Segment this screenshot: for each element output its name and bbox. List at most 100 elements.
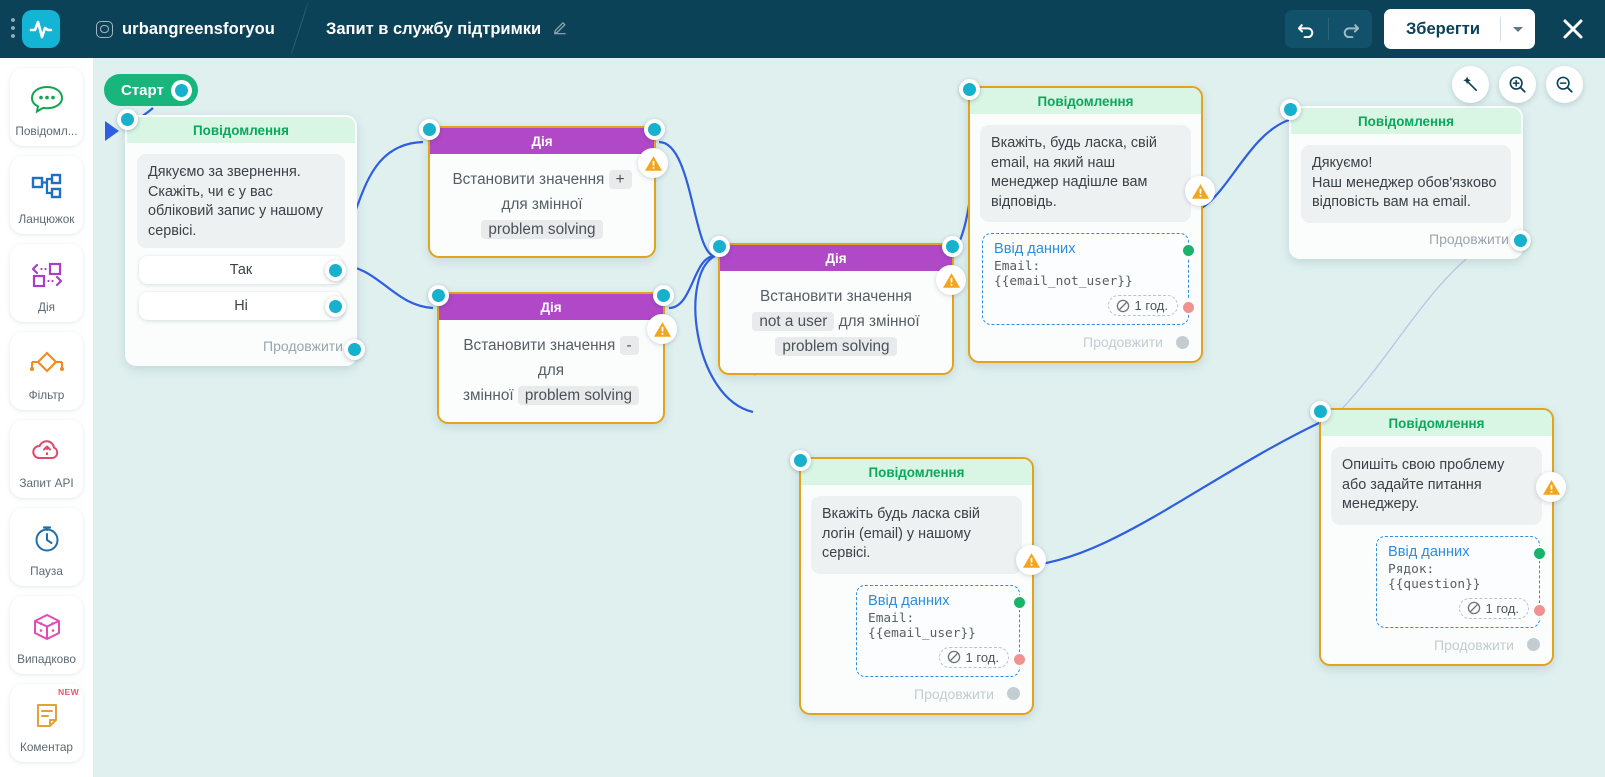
node-action-3[interactable]: Дія Встановити значення not a user для з… — [709, 236, 966, 375]
node-input-port[interactable] — [1310, 401, 1331, 422]
node-message-5[interactable]: Повідомлення Опишіть свою проблему або з… — [1310, 401, 1566, 666]
node-header: Дія — [720, 245, 952, 271]
undo-redo-group — [1284, 10, 1372, 48]
node-continue-port[interactable] — [1524, 636, 1542, 654]
sidebar-item-filter[interactable]: Фільтр — [10, 332, 83, 410]
data-input-title: Ввід данних — [1388, 543, 1470, 560]
sidebar-item-message[interactable]: Повідомл... — [10, 68, 83, 146]
input-timeout-port[interactable] — [1532, 602, 1547, 618]
sidebar-item-action[interactable]: Дія — [10, 244, 83, 322]
node-output-port[interactable] — [942, 236, 963, 257]
sidebar-item-chain[interactable]: Ланцюжок — [10, 156, 83, 234]
data-input-title: Ввід данних — [994, 241, 1076, 257]
node-action-1[interactable]: Дія Встановити значення + для змінної pr… — [419, 119, 668, 258]
node-input-port[interactable] — [790, 450, 811, 471]
node-continue-port[interactable] — [1510, 229, 1531, 251]
warning-icon[interactable] — [1016, 545, 1046, 575]
node-continue-port[interactable] — [344, 339, 365, 360]
node-action-body: Встановити значення not a user для змінн… — [720, 271, 952, 373]
node-input-port[interactable] — [419, 119, 440, 140]
choice-yes[interactable]: Так — [139, 256, 346, 284]
chevron-down-icon[interactable] — [1501, 9, 1535, 49]
warning-icon[interactable] — [936, 265, 966, 295]
node-message-text: Опишіть свою проблему або задайте питанн… — [1331, 447, 1542, 525]
choice-yes-port[interactable] — [325, 260, 346, 281]
node-message-2[interactable]: Повідомлення Вкажіть, будь ласка, свій e… — [959, 79, 1215, 363]
zoom-out-icon[interactable] — [1546, 66, 1583, 103]
redo-icon[interactable] — [1329, 10, 1372, 48]
undo-icon[interactable] — [1285, 10, 1328, 48]
input-success-port[interactable] — [1012, 594, 1027, 610]
sidebar-item-api[interactable]: Запит API — [10, 420, 83, 498]
action-text-1: Встановити значення — [463, 337, 616, 354]
node-continue-port[interactable] — [1173, 333, 1191, 351]
node-input-port[interactable] — [428, 285, 449, 306]
node-action-body: Встановити значення - для змінної proble… — [439, 320, 663, 422]
data-input-title: Ввід данних — [868, 592, 950, 609]
ttl-label: 1 год. — [1485, 600, 1519, 616]
node-message-1[interactable]: Повідомлення Дякуємо за звернення. Скажі… — [117, 109, 365, 366]
pencil-icon[interactable] — [552, 18, 569, 40]
continue-label: Продовжити — [1429, 230, 1509, 247]
node-input-port[interactable] — [959, 79, 980, 100]
ttl-pill[interactable]: 1 год. — [938, 646, 1009, 668]
zoom-in-icon[interactable] — [1499, 66, 1536, 103]
node-message-text: Вкажіть будь ласка свій логін (email) у … — [811, 496, 1022, 574]
node-message-text: Дякуємо! Наш менеджер обов'язково відпов… — [1301, 145, 1511, 223]
timer-icon — [30, 519, 64, 559]
magic-wand-icon[interactable] — [1452, 66, 1489, 103]
start-port[interactable] — [170, 79, 192, 101]
action-value-chip: + — [608, 170, 632, 189]
input-success-port[interactable] — [1532, 545, 1547, 561]
node-header: Повідомлення — [1321, 410, 1552, 436]
sidebar-item-pause[interactable]: Пауза — [10, 508, 83, 586]
sidebar-item-comment[interactable]: NEW Коментар — [10, 684, 83, 762]
node-continue-port[interactable] — [1004, 685, 1022, 703]
save-button[interactable]: Зберегти — [1405, 20, 1480, 38]
save-button-group: Зберегти — [1383, 9, 1535, 49]
data-input-card[interactable]: Ввід данних Email: {{email_not_user}} 1 … — [982, 233, 1196, 325]
node-action-2[interactable]: Дія Встановити значення - для змінної pr… — [428, 285, 677, 424]
action-text-2: для змінної — [501, 196, 583, 213]
node-message-4[interactable]: Повідомлення Вкажіть будь ласка свій лог… — [790, 450, 1046, 715]
warning-icon[interactable] — [647, 314, 677, 344]
close-icon[interactable] — [1557, 13, 1589, 45]
node-header: Повідомлення — [1291, 108, 1521, 134]
canvas-zoom-controls — [1452, 66, 1583, 103]
start-badge[interactable]: Старт — [104, 74, 198, 106]
sidebar-item-random[interactable]: Випадково — [10, 596, 83, 674]
ttl-label: 1 год. — [1134, 298, 1168, 313]
node-output-port[interactable] — [644, 119, 665, 140]
warning-icon[interactable] — [638, 148, 668, 178]
app-logo-icon[interactable] — [22, 10, 60, 48]
node-input-port[interactable] — [117, 109, 138, 130]
message-icon — [29, 79, 65, 119]
data-input-value: Email: {{email_user}} — [868, 610, 976, 641]
node-output-port[interactable] — [653, 285, 674, 306]
node-input-port[interactable] — [1280, 99, 1301, 120]
node-footer: Продовжити — [801, 677, 1032, 713]
api-cloud-icon — [29, 431, 65, 471]
data-input-card[interactable]: Ввід данних Рядок: {{question}} 1 год. — [1376, 535, 1547, 628]
ttl-pill[interactable]: 1 год. — [1458, 597, 1529, 619]
node-input-port[interactable] — [709, 236, 730, 257]
ttl-pill[interactable]: 1 год. — [1107, 295, 1178, 316]
no-entry-icon — [947, 650, 960, 664]
node-message-3[interactable]: Повідомлення Дякуємо! Наш менеджер обов'… — [1280, 99, 1531, 259]
action-text-2: для змінної — [838, 313, 920, 330]
input-timeout-port[interactable] — [1181, 300, 1196, 315]
warning-icon[interactable] — [1185, 176, 1215, 206]
choice-no[interactable]: Ні — [139, 292, 346, 320]
data-input-card[interactable]: Ввід данних Email: {{email_user}} 1 год. — [856, 584, 1027, 677]
warning-icon[interactable] — [1536, 472, 1566, 502]
input-success-port[interactable] — [1181, 243, 1196, 258]
account-chip[interactable]: urbangreensforyou — [96, 20, 275, 39]
kebab-menu-icon[interactable]: ••• — [10, 12, 16, 45]
input-timeout-port[interactable] — [1012, 651, 1027, 667]
no-entry-icon — [1467, 601, 1480, 615]
flow-canvas[interactable]: Старт Повідомлення Дякуємо за звернення.… — [93, 58, 1605, 777]
choice-no-port[interactable] — [325, 296, 346, 317]
action-variable-chip: problem solving — [481, 220, 603, 239]
app-header: ••• urbangreensforyou Запит в службу під… — [0, 0, 1605, 58]
flow-chain-icon — [29, 167, 65, 207]
